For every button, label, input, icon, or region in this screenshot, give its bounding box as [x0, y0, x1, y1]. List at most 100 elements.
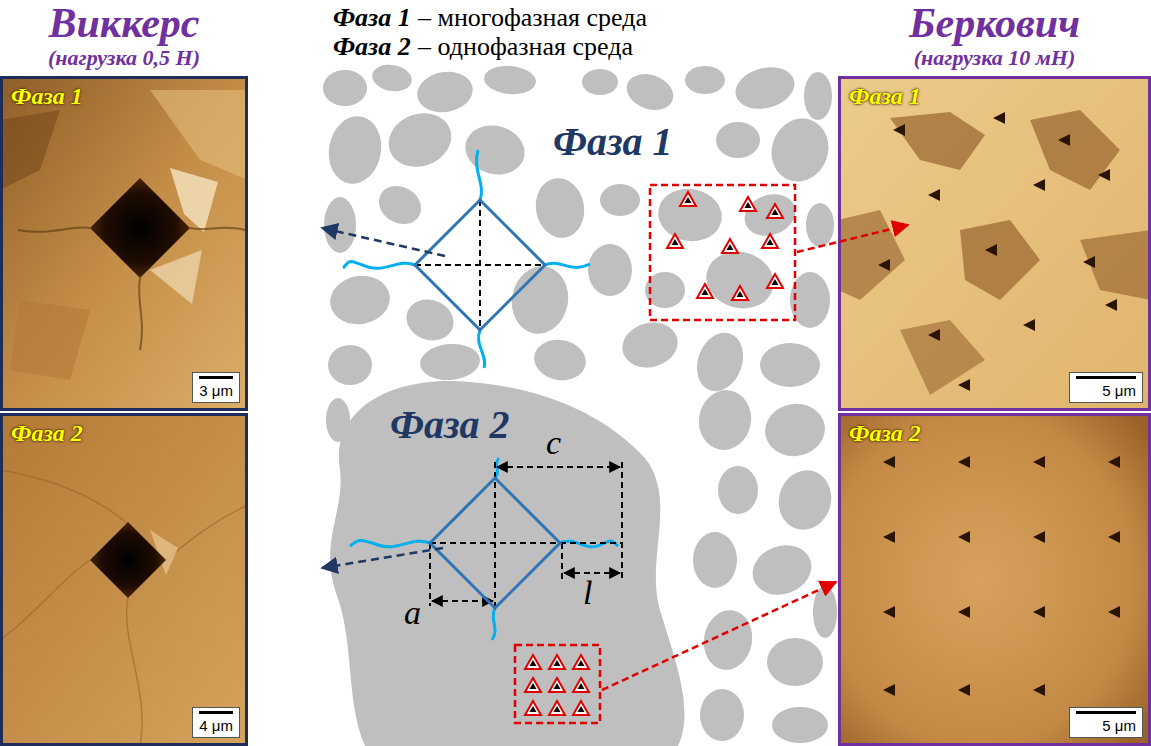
grain	[531, 336, 589, 384]
grain	[460, 119, 530, 181]
berkovich-symbol	[549, 655, 565, 669]
berkovich-symbol-core	[672, 239, 679, 245]
berkovich-imprint	[1033, 606, 1045, 618]
grain	[699, 606, 757, 673]
grain	[763, 110, 838, 189]
afm-panel: Фаза 24 μm	[0, 413, 248, 746]
berkovich-imprint	[1098, 169, 1110, 181]
phase-label: Фаза 2	[849, 420, 921, 446]
berkovich-symbol-core	[772, 279, 779, 285]
grain	[483, 64, 537, 96]
berkovich-imprint	[928, 189, 940, 201]
crack	[0, 470, 128, 524]
crack	[139, 278, 142, 350]
phase-label: Фаза 1	[553, 120, 673, 164]
berkovich-symbol-core	[685, 197, 692, 203]
surface-patch	[10, 300, 90, 380]
berkovich-imprint	[1033, 179, 1045, 191]
grain	[767, 638, 823, 686]
grain	[419, 341, 482, 382]
grain	[324, 197, 356, 253]
berkovich-symbol	[722, 239, 738, 253]
grain	[588, 244, 632, 296]
berkovich-imprint	[883, 456, 895, 468]
test-area	[515, 645, 600, 723]
afm-panel: Фаза 15 μm	[838, 76, 1151, 411]
berkovich-symbol-core	[702, 289, 709, 295]
dimension-line	[497, 466, 620, 468]
grain	[716, 122, 760, 158]
berkovich-symbol-core	[554, 683, 561, 689]
berkovich-imprint	[958, 379, 970, 391]
berkovich-imprint	[993, 112, 1005, 124]
legend-text: – однофазная среда	[418, 33, 633, 62]
berkovich-imprint	[1108, 531, 1120, 543]
grain	[372, 178, 428, 231]
berkovich-imprint	[958, 531, 970, 543]
leader-arrow	[602, 582, 836, 690]
extension-line	[429, 543, 431, 606]
grain	[654, 184, 726, 246]
surface-patch	[150, 90, 248, 180]
crack	[350, 541, 430, 547]
grain	[323, 112, 386, 188]
scale-bar: 4 μm	[192, 707, 240, 739]
grain	[746, 537, 819, 603]
leader-arrow	[322, 548, 443, 568]
berkovich-imprint	[1058, 134, 1070, 146]
grain-region: Фаза 2	[320, 375, 700, 746]
berkovich-symbols	[525, 192, 783, 715]
berkovich-imprint	[1033, 531, 1045, 543]
berkovich-symbol	[573, 701, 589, 715]
berkovich-imprint	[883, 606, 895, 618]
berkovich-symbol	[525, 701, 541, 715]
afm-image	[838, 76, 1151, 411]
grain-outline	[320, 375, 700, 746]
dimension-letter: c	[546, 424, 561, 461]
berkovich-imprint	[1033, 456, 1045, 468]
extension-line	[621, 462, 623, 582]
grain	[381, 105, 459, 176]
berkovich-symbol-core	[737, 291, 744, 297]
berkovich-symbol-core	[772, 209, 779, 215]
berkovich-imprint	[1108, 606, 1120, 618]
grain	[772, 464, 838, 535]
berkovich-imprint	[1108, 456, 1120, 468]
berkovich-symbol-core	[530, 706, 537, 712]
berkovich-symbol-core	[554, 706, 561, 712]
surface-patch	[1030, 110, 1120, 190]
diagonal-line	[494, 462, 496, 608]
berkovich-symbol	[573, 678, 589, 692]
crack	[560, 541, 618, 547]
crack	[343, 262, 415, 269]
crack	[545, 263, 590, 267]
grain	[370, 62, 414, 95]
phase-label: Фаза 1	[11, 83, 83, 109]
scale-bar: 5 μm	[1069, 707, 1143, 739]
grain	[772, 707, 828, 743]
berkovich-imprint	[1033, 684, 1045, 696]
berkovich-symbol	[767, 274, 783, 288]
dimension-letter: a	[404, 594, 421, 631]
grain	[685, 66, 725, 94]
grain	[531, 174, 589, 241]
surface-patch	[0, 110, 60, 190]
afm-image	[0, 76, 248, 411]
berkovich-symbol-core	[530, 683, 537, 689]
diagonal-line	[479, 200, 481, 330]
berkovich-imprint	[958, 606, 970, 618]
berkovich-symbol	[667, 234, 683, 248]
berkovich-imprint	[985, 244, 997, 256]
vickers-indent	[430, 478, 560, 608]
berkovich-symbol	[680, 192, 696, 206]
berkovich-imprint	[1105, 299, 1117, 311]
berkovich-symbol-core	[530, 660, 537, 666]
berkovich-imprint	[1023, 319, 1035, 331]
leader-arrow	[797, 225, 908, 252]
berkovich-imprints	[878, 112, 1120, 696]
grain	[804, 72, 832, 120]
method-title: Беркович	[838, 0, 1151, 46]
test-area	[650, 185, 795, 320]
diagonal-line	[430, 542, 622, 544]
